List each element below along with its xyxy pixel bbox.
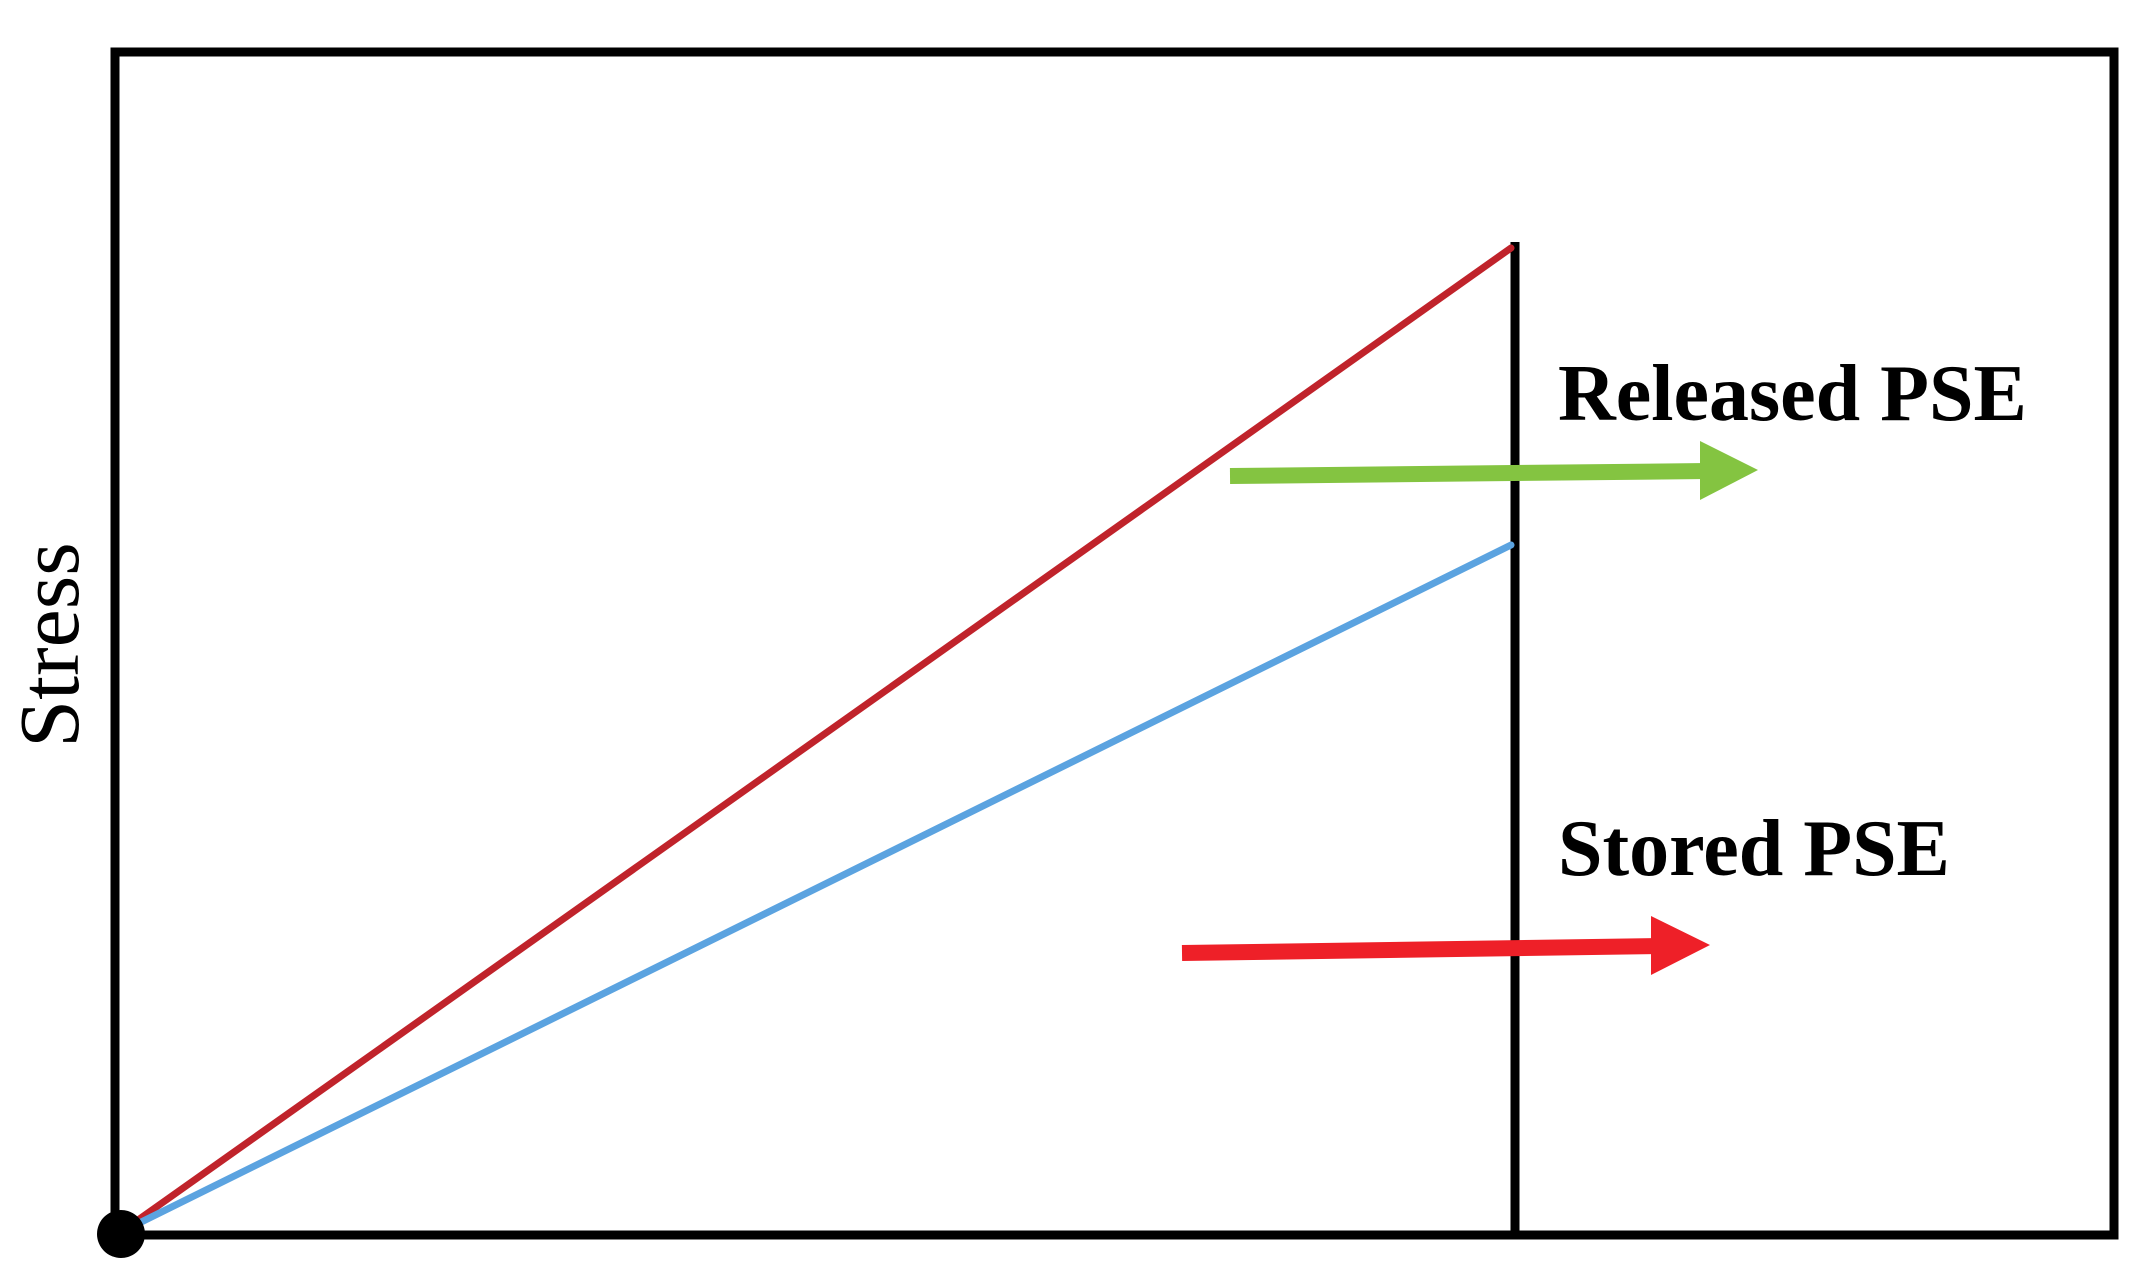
stored-pse-label: Stored PSE [1558, 805, 1950, 893]
released-pse-label: Released PSE [1558, 350, 2027, 438]
released-pse-arrow [1229, 441, 1758, 500]
stored-pse-arrow [1181, 916, 1710, 975]
y-axis-title: Stress [1, 542, 97, 747]
origin-dot [97, 1210, 145, 1258]
plot-frame [110, 47, 2119, 1240]
upper-stress-line [117, 244, 1515, 1236]
lower-stress-line [117, 541, 1515, 1236]
